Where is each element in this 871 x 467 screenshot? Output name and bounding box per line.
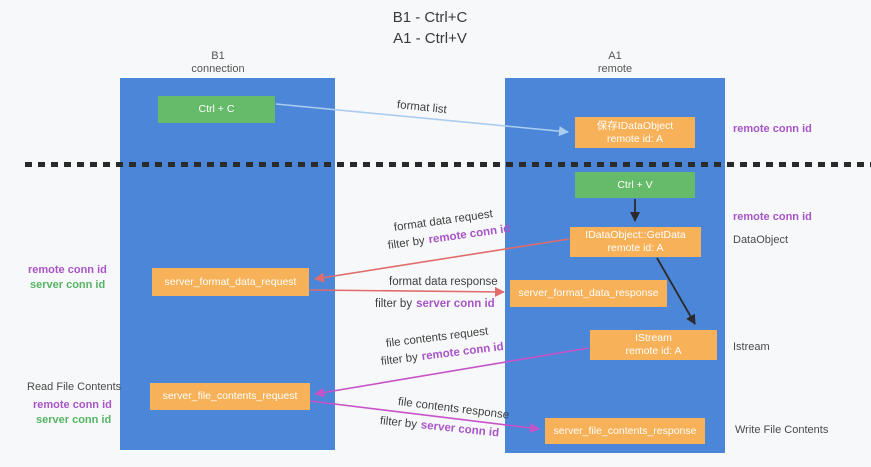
node-save-idataobject: 保存IDataObject remote id: A [575,117,695,148]
node-file-request-label: server_file_contents_request [162,390,298,402]
node-ctrl-v: Ctrl + V [575,172,695,198]
server-conn-id-text: server conn id [416,298,495,310]
remote-conn-id-text: remote conn id [421,340,505,363]
label-read-file-contents: Read File Contents [27,381,122,393]
title-line-1: B1 - Ctrl+C [392,9,468,26]
label-istream-side: Istream [733,341,770,353]
node-save-idataobject-line2: remote id: A [606,132,664,145]
server-conn-id-text: server conn id [420,419,500,440]
diagram-title: B1 - Ctrl+C A1 - Ctrl+V [330,7,530,49]
node-format-response-label: server_format_data_response [518,287,659,299]
node-server-file-contents-response: server_file_contents_response [545,418,705,444]
label-format-list: format list [396,99,448,117]
node-save-idataobject-line1: 保存IDataObject [596,119,674,132]
dashed-divider [25,162,871,167]
label-write-file-contents: Write File Contents [735,424,829,436]
lane-a1-title: A1 [608,50,622,62]
node-idataobject-getdata: IDataObject::GetData remote id: A [570,227,701,257]
node-getdata-line1: IDataObject::GetData [585,229,686,241]
label-remote-conn-id-right-mid: remote conn id [733,211,812,223]
node-istream-line2: remote id: A [625,345,682,357]
label-remote-conn-id-left: remote conn id [28,264,107,276]
lane-a1-subtitle: remote [597,63,633,75]
node-server-file-contents-request: server_file_contents_request [150,383,310,410]
lane-header-a1: A1 remote [505,50,725,76]
filter-by-text: filter by [387,234,426,252]
node-istream-line1: IStream [635,332,672,344]
label-server-conn-id-left: server conn id [30,279,106,291]
node-file-response-label: server_file_contents_response [553,424,697,437]
arrow-format-data-response [309,286,505,297]
node-getdata-line2: remote id: A [607,242,664,254]
node-server-format-data-response: server_format_data_response [510,280,667,307]
node-format-request-label: server_format_data_request [164,275,297,288]
label-remote-conn-id-right-top: remote conn id [733,123,812,135]
node-istream: IStream remote id: A [590,330,717,360]
filter-by-text: filter by [375,298,413,310]
label-remote-conn-id-left-bottom: remote conn id [33,399,112,411]
node-ctrl-c-label: Ctrl + C [198,103,235,115]
label-server-conn-id-left-bottom: server conn id [36,414,112,426]
node-ctrl-v-label: Ctrl + V [617,178,653,191]
lane-b1-title: B1 [211,50,225,62]
lane-header-b1: B1 connection [120,50,316,76]
lane-b1-subtitle: connection [191,63,245,75]
title-line-2: A1 - Ctrl+V [393,30,467,47]
node-ctrl-c: Ctrl + C [158,96,275,123]
filter-by-text: filter by [380,351,419,368]
filter-by-text: filter by [379,415,418,431]
label-format-data-response: format data response [389,276,498,288]
label-dataobject: DataObject [733,234,789,246]
node-server-format-data-request: server_format_data_request [152,268,309,296]
